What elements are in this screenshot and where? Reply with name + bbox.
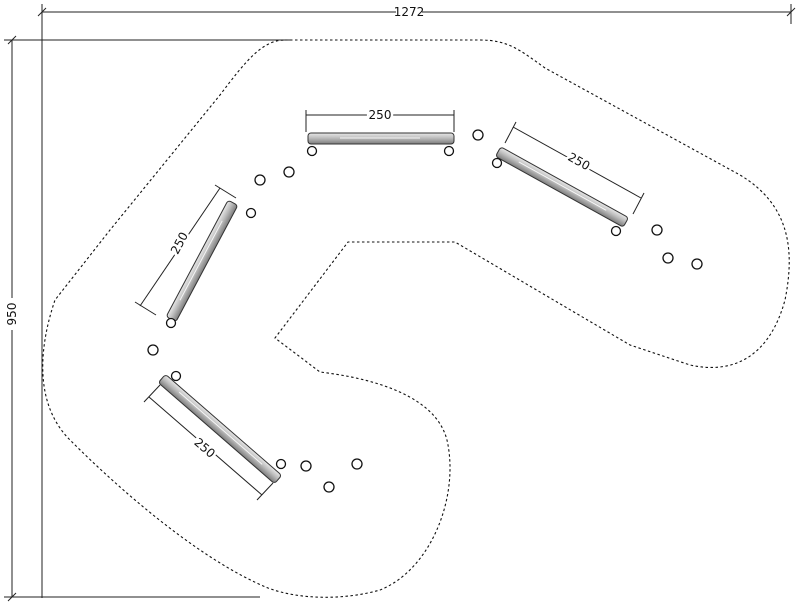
balance-beam-left	[165, 200, 257, 329]
stepping-post	[351, 458, 363, 470]
beam-length-label: 250	[168, 230, 191, 257]
overall-width-label: 1272	[394, 5, 425, 19]
beam-length-label: 250	[369, 108, 392, 122]
beam-post	[610, 225, 622, 237]
stepping-post	[147, 344, 159, 356]
beam-length-label: 250	[191, 435, 217, 461]
beam-post	[306, 145, 318, 157]
balance-beam-right	[491, 147, 628, 237]
overall-height-dimension: 950	[4, 35, 292, 602]
beam-post	[443, 145, 455, 157]
beam-dimension-top: 250	[305, 106, 455, 132]
beam-dimension-bottom: 250	[143, 384, 274, 501]
beam-post	[491, 157, 503, 169]
overall-height-label: 950	[5, 303, 19, 326]
stepping-post	[472, 129, 484, 141]
beam-post	[245, 207, 257, 219]
beam-post	[170, 370, 182, 382]
stepping-posts	[147, 129, 703, 493]
beam-post	[165, 317, 177, 329]
beam-post	[275, 458, 287, 470]
balance-beam-bottom	[159, 370, 287, 483]
stepping-post	[662, 252, 674, 264]
stepping-post	[691, 258, 703, 270]
overall-width-dimension: 1272	[37, 4, 796, 598]
play-area-boundary	[42, 39, 790, 598]
stepping-post	[283, 166, 295, 178]
stepping-post	[254, 174, 266, 186]
stepping-post	[651, 224, 663, 236]
balance-beam-top	[306, 132, 455, 157]
stepping-post	[300, 460, 312, 472]
beam-length-label: 250	[566, 150, 593, 173]
stepping-post	[323, 481, 335, 493]
